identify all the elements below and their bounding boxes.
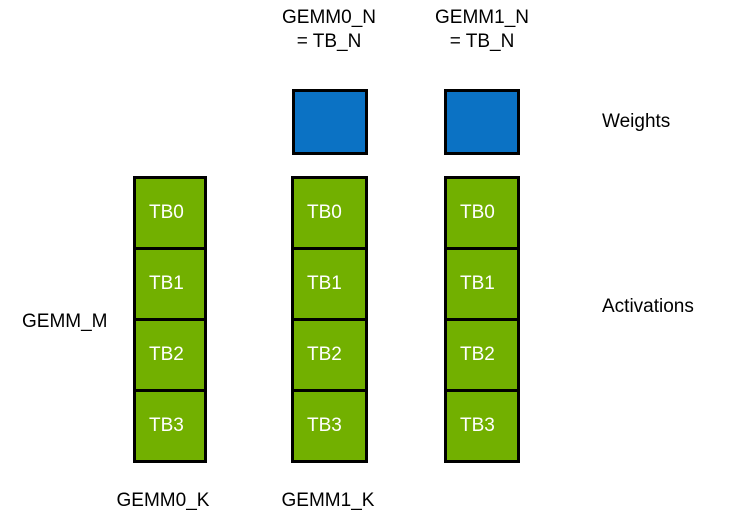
gemm1-n-label-line2: = TB_N [449, 31, 515, 52]
weights-label: Weights [602, 111, 671, 132]
act-cell-label: TB2 [460, 344, 495, 365]
act-cell-label: TB1 [149, 273, 184, 294]
act-cell-label: TB0 [307, 202, 342, 223]
table-row: TB3 [291, 389, 368, 463]
act-cell-label: TB3 [149, 415, 184, 436]
gemm1-k-label: GEMM1_K [281, 490, 375, 511]
gemm0-k-column: TB0 TB1 TB2 TB3 [133, 176, 207, 463]
act-cell-label: TB0 [460, 202, 495, 223]
gemm0-k-label: GEMM0_K [116, 490, 210, 511]
act-cell-label: TB1 [460, 273, 495, 294]
act-cell-label: TB3 [307, 415, 342, 436]
gemm0-n-label-line1: GEMM0_N [282, 7, 376, 28]
gemm0-n-label-line2: = TB_N [296, 31, 362, 52]
table-row: TB0 [444, 176, 520, 250]
gemm-m-label: GEMM_M [22, 311, 108, 332]
table-row: TB1 [133, 247, 207, 321]
act-cell-label: TB0 [149, 202, 184, 223]
gemm1-k-column: TB0 TB1 TB2 TB3 [291, 176, 368, 463]
gemm1-weight-block [444, 89, 520, 155]
table-row: TB3 [444, 389, 520, 463]
act-cell-label: TB3 [460, 415, 495, 436]
act-cell-label: TB2 [149, 344, 184, 365]
act-cell-label: TB2 [307, 344, 342, 365]
act-cell-label: TB1 [307, 273, 342, 294]
table-row: TB1 [444, 247, 520, 321]
table-row: TB0 [133, 176, 207, 250]
table-row: TB2 [133, 318, 207, 392]
gemm2-k-column: TB0 TB1 TB2 TB3 [444, 176, 520, 463]
table-row: TB3 [133, 389, 207, 463]
table-row: TB2 [444, 318, 520, 392]
table-row: TB1 [291, 247, 368, 321]
gemm0-weight-block [292, 89, 368, 155]
table-row: TB0 [291, 176, 368, 250]
table-row: TB2 [291, 318, 368, 392]
activations-label: Activations [602, 296, 694, 317]
gemm1-n-label-line1: GEMM1_N [435, 7, 529, 28]
